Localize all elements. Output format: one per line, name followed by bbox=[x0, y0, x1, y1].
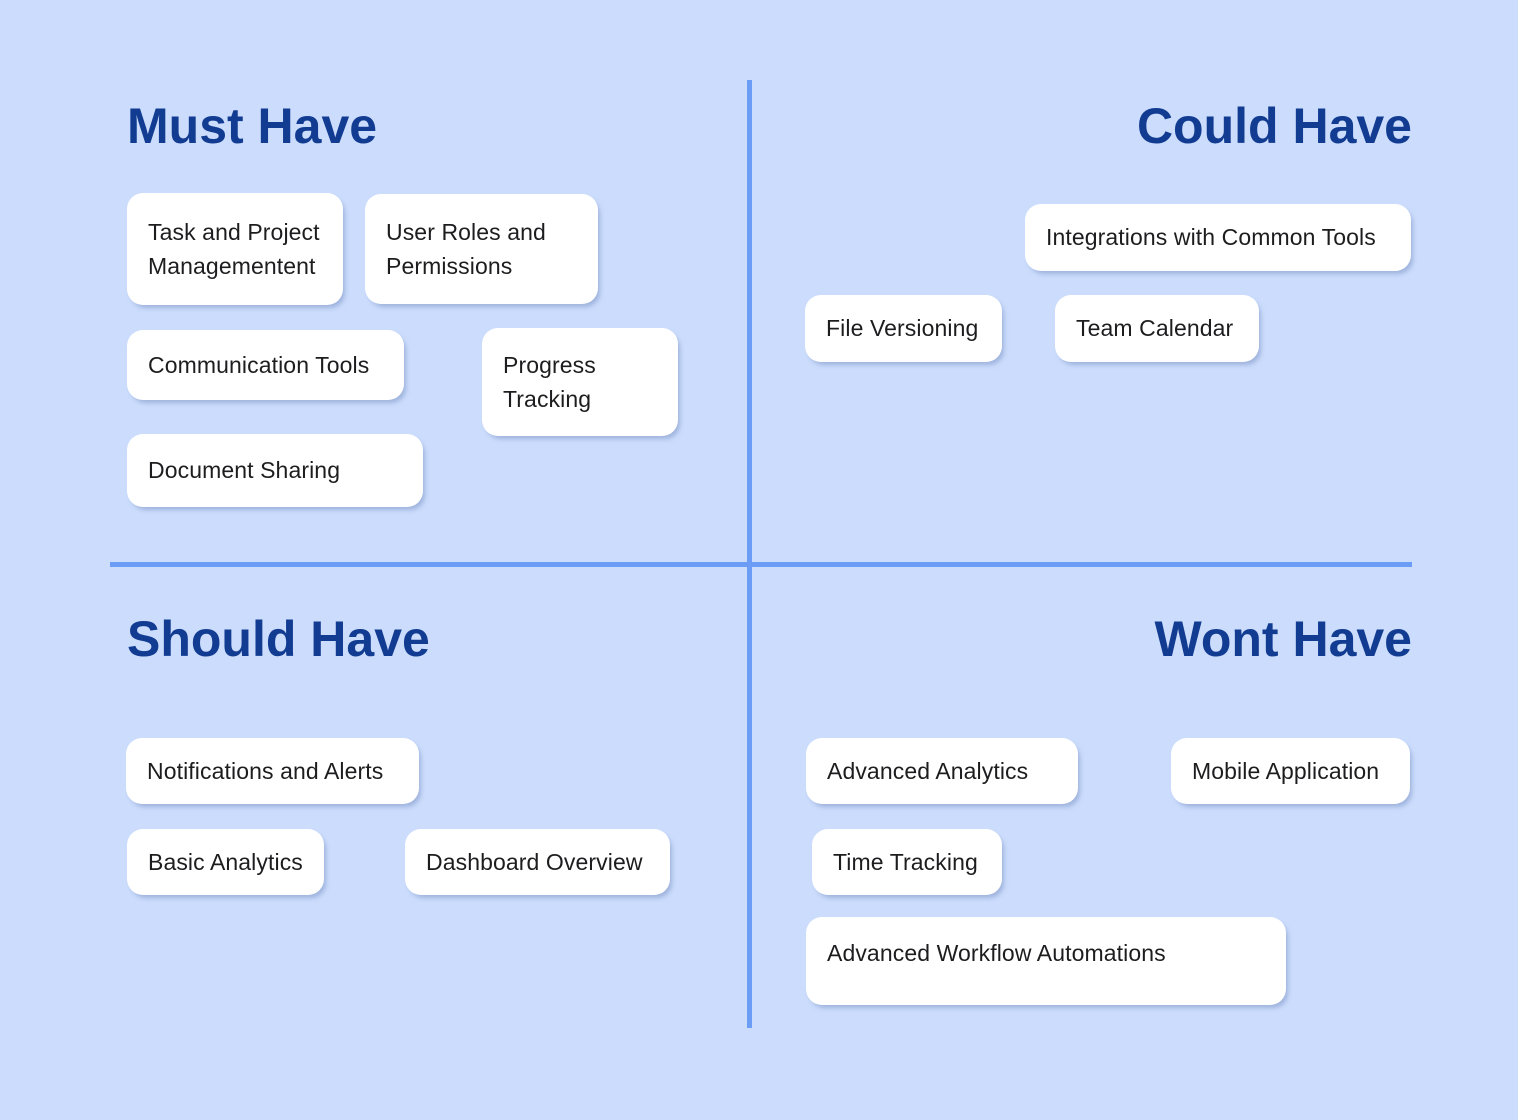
card-file-versioning[interactable]: File Versioning bbox=[805, 295, 1002, 362]
card-communication-tools[interactable]: Communication Tools bbox=[127, 330, 404, 400]
card-advanced-analytics[interactable]: Advanced Analytics bbox=[806, 738, 1078, 804]
card-document-sharing[interactable]: Document Sharing bbox=[127, 434, 423, 507]
card-task-and-project-management[interactable]: Task and Project Managementent bbox=[127, 193, 343, 305]
card-mobile-application[interactable]: Mobile Application bbox=[1171, 738, 1410, 804]
quadrant-divider-vertical bbox=[747, 80, 752, 1028]
quadrant-title-must-have: Must Have bbox=[127, 98, 378, 154]
card-team-calendar[interactable]: Team Calendar bbox=[1055, 295, 1259, 362]
card-dashboard-overview[interactable]: Dashboard Overview bbox=[405, 829, 670, 895]
quadrant-title-could-have: Could Have bbox=[1136, 98, 1412, 154]
card-notifications-and-alerts[interactable]: Notifications and Alerts bbox=[126, 738, 419, 804]
quadrant-title-should-have: Should Have bbox=[127, 611, 430, 667]
card-advanced-workflow-automations[interactable]: Advanced Workflow Automations bbox=[806, 917, 1286, 1005]
card-integrations-with-common-tools[interactable]: Integrations with Common Tools bbox=[1025, 204, 1411, 271]
quadrant-title-wont-have: Wont Have bbox=[1154, 611, 1412, 667]
card-basic-analytics[interactable]: Basic Analytics bbox=[127, 829, 324, 895]
card-user-roles-and-permissions[interactable]: User Roles and Permissions bbox=[365, 194, 598, 304]
card-progress-tracking[interactable]: Progress Tracking bbox=[482, 328, 678, 436]
card-time-tracking[interactable]: Time Tracking bbox=[812, 829, 1002, 895]
quadrant-divider-horizontal bbox=[110, 562, 1412, 567]
